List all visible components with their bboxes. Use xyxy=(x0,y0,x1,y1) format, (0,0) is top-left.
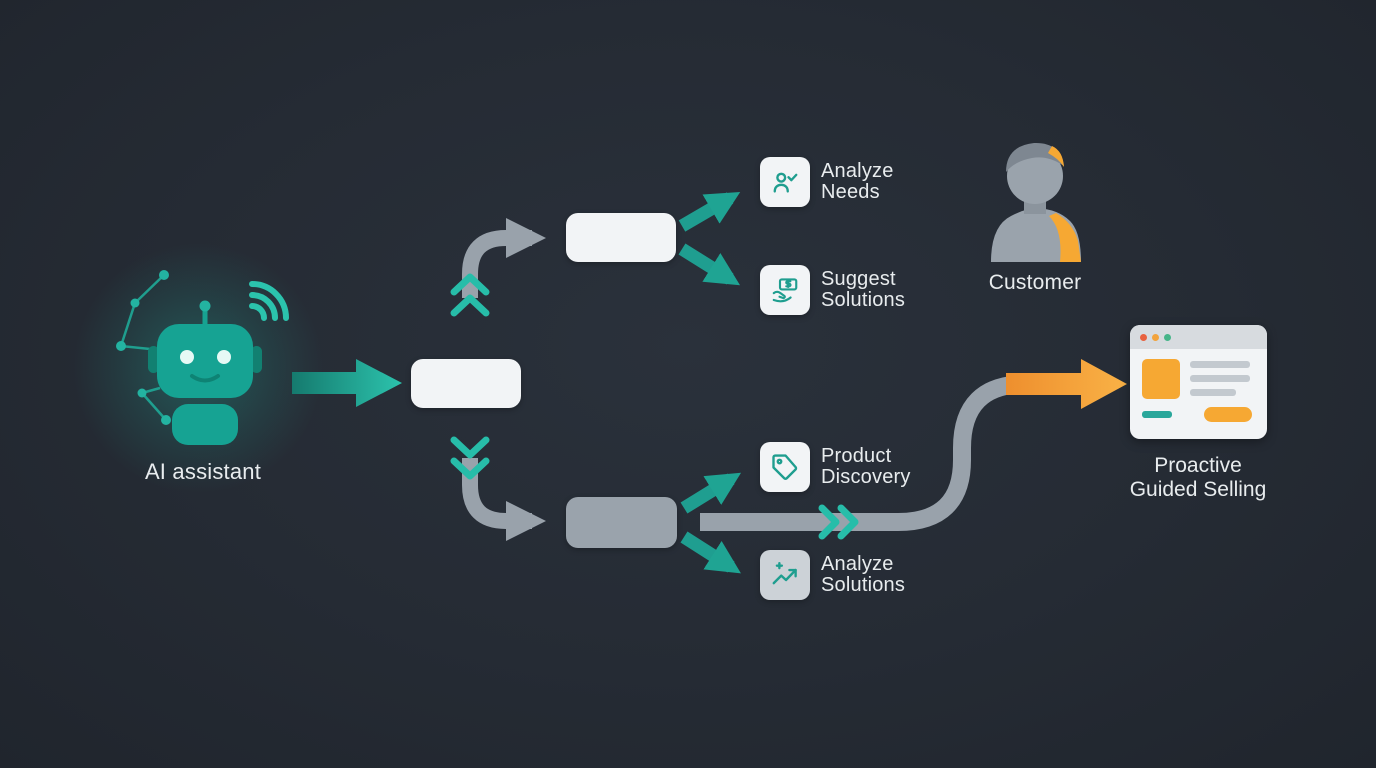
person-bust-icon xyxy=(991,142,1081,262)
robot-icon xyxy=(116,270,289,445)
connector-bottom-to-outcome xyxy=(700,375,1027,531)
person-check-icon xyxy=(773,172,798,193)
browser-dot-red xyxy=(1140,333,1147,341)
connector-top-to-analyze-needs xyxy=(678,192,741,232)
browser-dot-green xyxy=(1164,333,1171,341)
ai-to-hub-arrow xyxy=(292,359,402,407)
connector-hub-to-bottom xyxy=(462,458,546,541)
flow-node-hub xyxy=(411,359,521,408)
outcome-label: Proactive Guided Selling xyxy=(1129,454,1267,501)
trend-chart-icon xyxy=(772,561,797,585)
browser-hero-block xyxy=(1142,359,1180,399)
suggest-solutions-card xyxy=(760,265,810,315)
product-discovery-card xyxy=(760,442,810,492)
orange-arrow xyxy=(1006,359,1127,409)
ai-assistant-label: AI assistant xyxy=(144,459,262,484)
browser-titlebar xyxy=(1130,325,1267,349)
suggest-solutions-label: Suggest Solutions xyxy=(821,268,906,311)
browser-window-icon xyxy=(1130,325,1267,439)
browser-content xyxy=(1130,349,1267,439)
chevrons-right-icon xyxy=(818,504,859,540)
browser-text-line xyxy=(1190,361,1250,368)
browser-text-line xyxy=(1190,389,1236,396)
flow-node-top xyxy=(566,213,676,262)
connector-hub-to-top xyxy=(462,218,546,298)
browser-text-line xyxy=(1190,375,1250,382)
connector-bottom-to-product-discovery xyxy=(680,472,742,514)
analyze-needs-label: Analyze Needs xyxy=(821,160,894,203)
connector-top-to-suggest-solutions xyxy=(678,243,741,286)
analyze-solutions-card xyxy=(760,550,810,600)
product-discovery-label: Product Discovery xyxy=(821,445,911,488)
browser-cta-pill xyxy=(1204,407,1252,422)
hand-dollar-icon xyxy=(772,278,798,303)
browser-teal-line xyxy=(1142,411,1172,418)
analyze-solutions-label: Analyze Solutions xyxy=(821,553,906,596)
browser-dot-yellow xyxy=(1152,333,1159,341)
price-tag-icon xyxy=(772,454,798,480)
flow-node-bottom xyxy=(566,497,677,548)
connector-bottom-to-analyze-solutions xyxy=(680,531,741,574)
chevrons-up-icon xyxy=(450,273,490,317)
analyze-needs-card xyxy=(760,157,810,207)
customer-label: Customer xyxy=(988,271,1082,294)
chevrons-down-icon xyxy=(450,436,490,480)
